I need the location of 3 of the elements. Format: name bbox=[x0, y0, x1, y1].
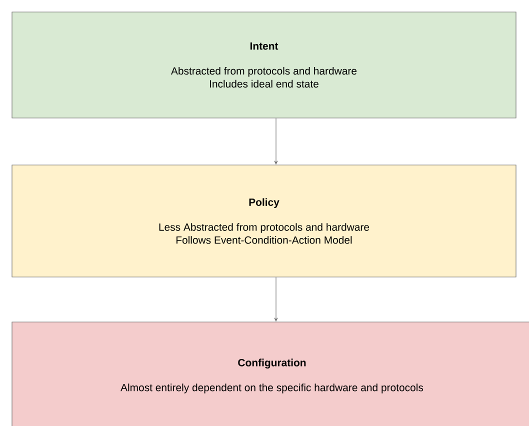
layer-box: Intent Abstracted from protocols and hardware Includes ideal end state bbox=[12, 12, 516, 118]
layer-box: Configuration Almost entirely dependent on the specific hardware and protocols bbox=[12, 322, 529, 426]
layer-box: Policy Less Abstracted from protocols and hardware Follows Event-Condition-Action Model bbox=[12, 164, 516, 278]
